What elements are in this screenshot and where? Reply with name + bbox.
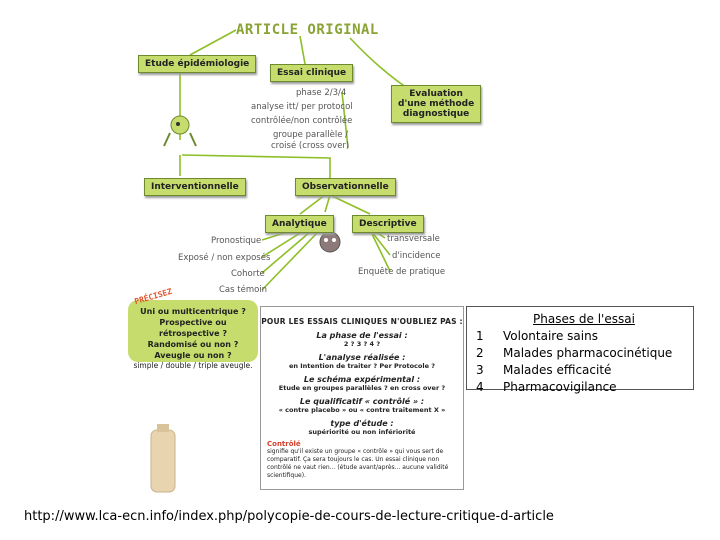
precisez-line: Uni ou multicentrique ? <box>140 307 246 316</box>
essai-label: croisé (cross over) <box>271 141 350 151</box>
essai-label: analyse itt/ per protocol <box>251 102 353 112</box>
phases-box: Phases de l'essai 1 Volontaire sains 2 M… <box>466 306 694 394</box>
essai-label: groupe parallèle / <box>273 130 349 140</box>
card-item-sub: Etude en groupes parallèles ? en cross o… <box>278 384 446 392</box>
node-descriptive: Descriptive <box>352 215 424 233</box>
reminder-card: POUR LES ESSAIS CLINIQUES N'OUBLIEZ PAS … <box>260 306 464 490</box>
phase-number: 4 <box>476 380 484 394</box>
node-analytique: Analytique <box>265 215 334 233</box>
card-item-sub: en Intention de traiter ? Per Protocole … <box>288 362 436 370</box>
analytique-label: Cohorte <box>231 269 265 279</box>
node-etude-epidemiologie: Etude épidémiologie <box>138 55 257 73</box>
source-link[interactable]: http://www.lca-ecn.info/index.php/polyco… <box>24 509 554 524</box>
phase-text: Malades pharmacocinétique <box>503 346 673 360</box>
node-evaluation-line: Evaluation <box>409 89 463 99</box>
phases-title: Phases de l'essai <box>533 312 635 326</box>
precisez-line: Randomisé ou non ? <box>147 340 239 349</box>
figure-icon <box>163 115 197 147</box>
node-essai-clinique: Essai clinique <box>270 64 354 82</box>
analytique-label: Cas témoin <box>219 285 268 295</box>
card-item-heading: Le qualificatif « contrôlé » : <box>299 397 425 406</box>
precisez-small: simple / double / triple aveugle. <box>133 361 253 370</box>
node-evaluation-line: d'une méthode <box>398 99 475 109</box>
descriptive-label: d'incidence <box>392 251 441 261</box>
essai-label: contrôlée/non contrôlée <box>251 116 353 126</box>
node-observationnelle: Observationnelle <box>295 178 396 196</box>
card-item-heading: type d'étude : <box>330 419 394 428</box>
card-note-text: signifie qu'il existe un groupe « contrô… <box>267 448 449 479</box>
card-item-sub: 2 ? 3 ? 4 ? <box>343 340 381 348</box>
analytique-label: Pronostique <box>211 236 262 246</box>
phase-number: 3 <box>476 363 484 377</box>
analytique-label: Exposé / non exposés <box>178 253 271 263</box>
card-header: POUR LES ESSAIS CLINIQUES N'OUBLIEZ PAS … <box>261 317 463 326</box>
card-item-heading: Le schéma expérimental : <box>303 375 421 384</box>
phase-number: 2 <box>476 346 484 360</box>
card-note: Contrôlé signifie qu'il existe un groupe… <box>261 440 463 480</box>
phase-text: Volontaire sains <box>503 329 598 343</box>
precisez-panel: Uni ou multicentrique ? Prospective ou r… <box>128 300 258 370</box>
phase-number: 1 <box>476 329 484 343</box>
card-item-heading: L'analyse réalisée : <box>318 353 406 362</box>
card-item-sub: « contre placebo » ou « contre traitemen… <box>278 406 446 414</box>
node-evaluation-diagnostique: Evaluation d'une méthode diagnostique <box>391 85 482 123</box>
card-note-key: Contrôlé <box>267 440 301 448</box>
precisez-line: Aveugle ou non ? <box>154 351 232 360</box>
card-item-heading: La phase de l'essai : <box>316 331 408 340</box>
precisez-line: Prospective ou rétrospective ? <box>159 318 227 338</box>
phase-text: Pharmacovigilance <box>503 380 617 394</box>
phase-text: Malades efficacité <box>503 363 612 377</box>
descriptive-label: transversale <box>387 234 440 244</box>
essai-label: phase 2/3/4 <box>296 88 347 98</box>
page-title: ARTICLE ORIGINAL <box>236 22 379 38</box>
bottle-icon <box>150 424 176 493</box>
card-item-sub: supériorité ou non infériorité <box>308 428 416 436</box>
node-evaluation-line: diagnostique <box>402 109 470 119</box>
figure-icon <box>319 231 341 253</box>
descriptive-label: Enquête de pratique <box>358 267 446 277</box>
node-interventionnelle: Interventionnelle <box>144 178 246 196</box>
